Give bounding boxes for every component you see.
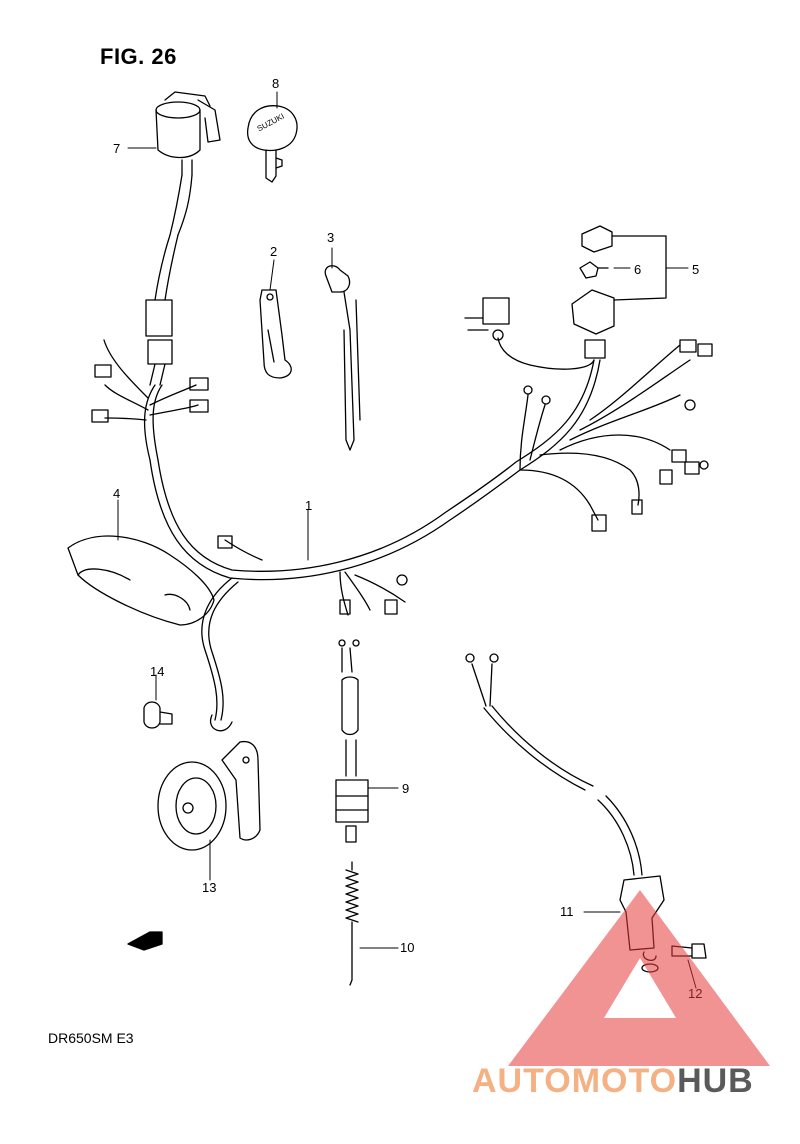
switch-9 (335, 639, 369, 843)
callout-4: 4 (113, 486, 121, 501)
callout-7: 7 (113, 141, 121, 156)
spring (345, 861, 359, 986)
key (246, 105, 298, 183)
callout-5: 5 (692, 262, 700, 277)
watermark-part2: HUB (677, 1062, 754, 1100)
callout-8: 8 (272, 76, 280, 91)
cable-clamp (324, 265, 361, 451)
callout-9: 9 (402, 781, 410, 796)
bracket (259, 289, 292, 379)
callout-14: 14 (150, 664, 165, 679)
callout-11: 11 (560, 904, 574, 919)
callout-10: 10 (400, 940, 415, 955)
relay-group (571, 225, 667, 335)
callout-13: 13 (202, 880, 217, 895)
watermark-text: AUTOMOTOHUB (472, 1062, 754, 1101)
main-wiring-harness (91, 297, 713, 732)
model-code: DR650SM E3 (48, 1030, 134, 1046)
callout-2: 2 (270, 244, 278, 259)
horn (157, 740, 261, 851)
callout-3: 3 (327, 230, 335, 245)
callout-6: 6 (634, 262, 642, 277)
protective-cover (67, 535, 215, 626)
bolt-14 (143, 701, 173, 729)
leader-lines (117, 91, 697, 989)
ignition-switch (145, 91, 221, 386)
watermark-part1: AUTOMOTO (472, 1062, 678, 1100)
fwd-arrow-icon (127, 931, 163, 951)
callout-1: 1 (305, 498, 313, 513)
figure-title: FIG. 26 (100, 44, 177, 69)
